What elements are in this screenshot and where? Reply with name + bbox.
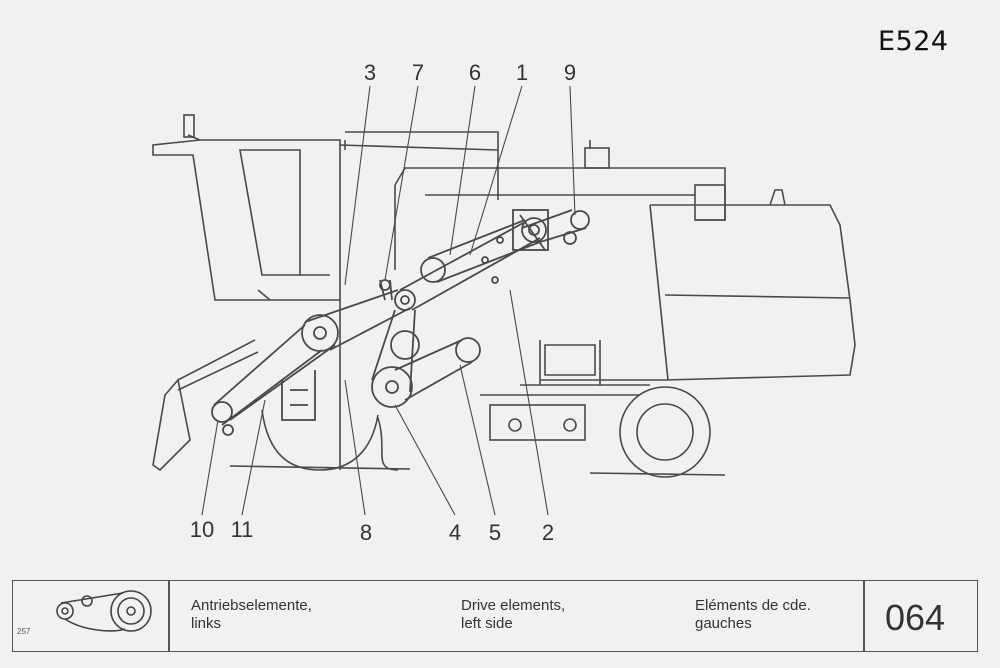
leader-lines — [201, 85, 576, 516]
body — [339, 140, 856, 470]
belt-drive-thumbnail-icon — [56, 590, 152, 632]
callout-10: 10 — [189, 517, 215, 542]
wheels — [229, 384, 726, 478]
callout-2: 2 — [541, 520, 555, 545]
callout-5: 5 — [488, 520, 502, 545]
belt-drives — [211, 209, 590, 436]
header-table — [152, 339, 259, 472]
cab — [152, 114, 499, 301]
footer-thumbnail-cell: 257 — [13, 581, 168, 651]
sheet-code: 257 — [17, 627, 31, 636]
caption-french: Eléments de cde. gauches — [695, 597, 811, 632]
callout-8: 8 — [359, 520, 373, 545]
callout-7: 7 — [411, 60, 425, 85]
callout-3: 3 — [363, 60, 377, 85]
callout-1: 1 — [515, 60, 529, 85]
caption-english: Drive elements, left side — [461, 597, 566, 632]
callout-4: 4 — [448, 520, 462, 545]
model-code: E524 — [878, 26, 949, 57]
caption-german: Antriebselemente, links — [191, 597, 312, 632]
page-number: 064 — [885, 597, 946, 638]
callout-6: 6 — [468, 60, 482, 85]
footer-title-block: 257 Antriebselemente, links Drive elemen… — [12, 580, 978, 652]
callout-9: 9 — [563, 60, 577, 85]
callout-11: 11 — [230, 517, 254, 542]
